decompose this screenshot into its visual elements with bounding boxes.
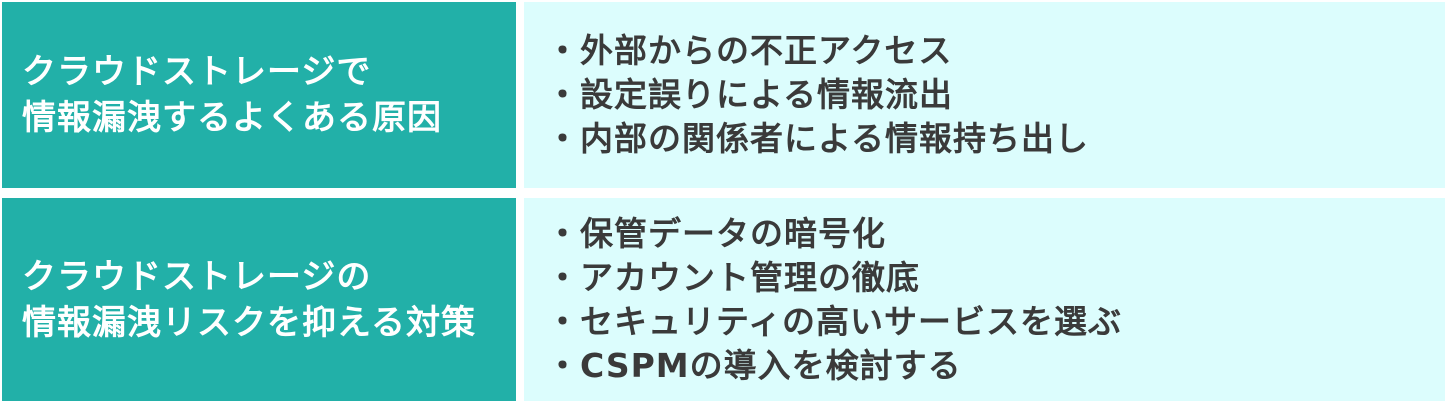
list-item-text: アカウント管理の徹底 xyxy=(580,257,920,297)
bullet-icon: ・ xyxy=(546,213,580,253)
list-item-text: 設定誤りによる情報流出 xyxy=(580,75,954,114)
causes-title-line-1: クラウドストレージで xyxy=(22,52,372,92)
divider xyxy=(516,2,524,188)
causes-list: ・外部からの不正アクセス ・設定誤りによる情報流出 ・内部の関係者による情報持ち… xyxy=(524,2,1445,188)
list-item: ・保管データの暗号化 xyxy=(546,212,1445,256)
list-item: ・内部の関係者による情報持ち出し xyxy=(546,117,1445,161)
list-item: ・セキュリティの高いサービスを選ぶ xyxy=(546,300,1445,344)
bullet-icon: ・ xyxy=(546,31,580,70)
list-item-text: 保管データの暗号化 xyxy=(580,213,886,253)
causes-title-line-2: 情報漏洩するよくある原因 xyxy=(22,98,442,138)
list-item-text: 内部の関係者による情報持ち出し xyxy=(580,119,1090,158)
bullet-icon: ・ xyxy=(546,257,580,297)
countermeasures-title-line-1: クラウドストレージの xyxy=(22,256,372,297)
list-item: ・アカウント管理の徹底 xyxy=(546,256,1445,300)
bullet-icon: ・ xyxy=(546,119,580,158)
countermeasures-header: クラウドストレージの 情報漏洩リスクを抑える対策 xyxy=(2,198,516,401)
list-item-text: CSPMの導入を検討する xyxy=(580,345,962,385)
bullet-icon: ・ xyxy=(546,301,580,341)
list-item-text: 外部からの不正アクセス xyxy=(580,31,953,70)
causes-header: クラウドストレージで 情報漏洩するよくある原因 xyxy=(2,2,516,188)
list-item: ・設定誤りによる情報流出 xyxy=(546,73,1445,117)
causes-row: クラウドストレージで 情報漏洩するよくある原因 ・外部からの不正アクセス ・設定… xyxy=(2,2,1445,188)
divider xyxy=(516,198,524,401)
bullet-icon: ・ xyxy=(546,75,580,114)
countermeasures-row: クラウドストレージの 情報漏洩リスクを抑える対策 ・保管データの暗号化 ・アカウ… xyxy=(2,198,1445,401)
list-item-text: セキュリティの高いサービスを選ぶ xyxy=(580,301,1123,341)
countermeasures-title-line-2: 情報漏洩リスクを抑える対策 xyxy=(22,302,476,343)
list-item: ・CSPMの導入を検討する xyxy=(546,344,1445,388)
bullet-icon: ・ xyxy=(546,345,580,385)
countermeasures-list: ・保管データの暗号化 ・アカウント管理の徹底 ・セキュリティの高いサービスを選ぶ… xyxy=(524,198,1445,401)
list-item: ・外部からの不正アクセス xyxy=(546,29,1445,73)
